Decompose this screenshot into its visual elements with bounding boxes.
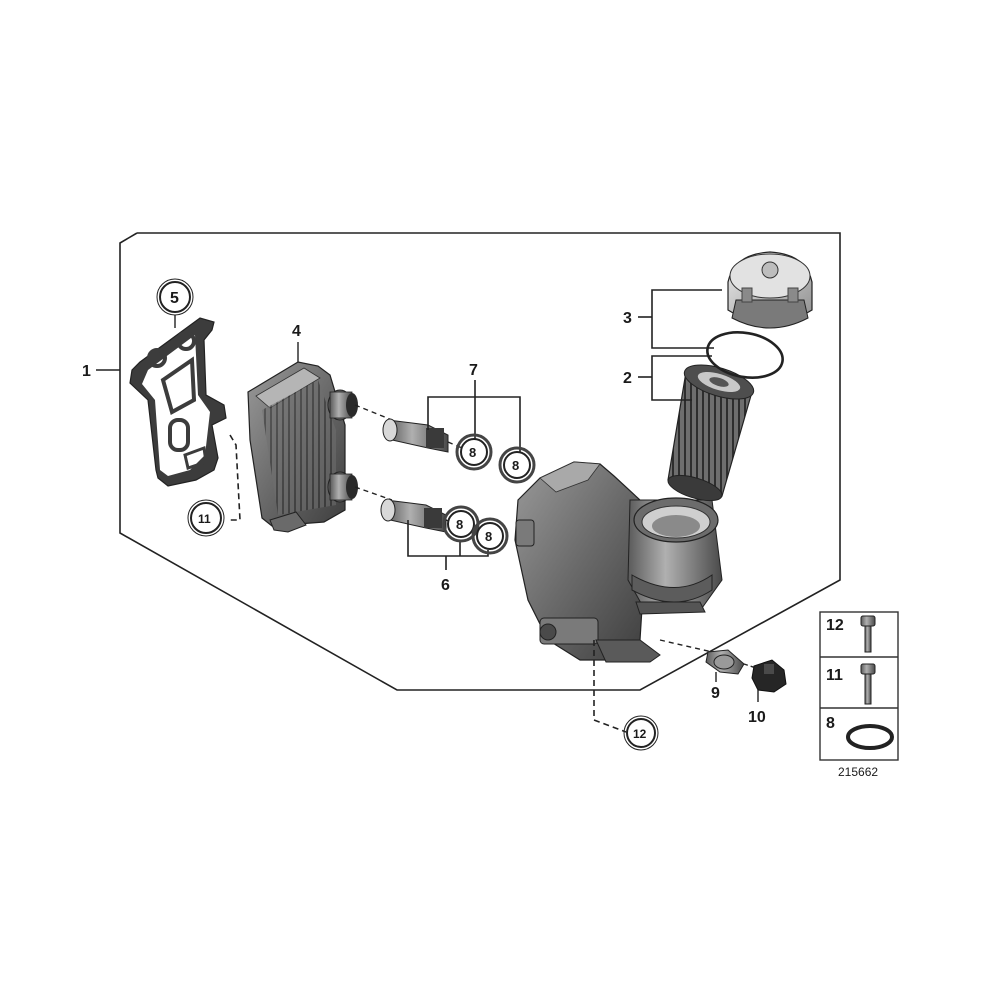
callout-8d: 8 [485,529,492,544]
bracket-7 [427,396,521,455]
bracket-3 [651,289,722,349]
connector-part-7 [382,418,463,453]
callout-3: 3 [623,310,632,327]
callout-10: 10 [748,709,766,726]
callout-4: 4 [292,323,301,340]
legend-box [819,611,899,761]
sensor-part-10 [751,659,787,693]
oil-filter-housing [514,461,723,663]
callout-12: 12 [633,727,647,741]
legend-label-12: 12 [826,617,844,634]
callout-8a: 8 [469,445,476,460]
legend-label-11: 11 [826,667,843,684]
callout-8b: 8 [512,458,519,473]
callout-1: 1 [82,363,91,380]
bracket-2 [651,355,712,401]
callout-8c: 8 [456,517,463,532]
assembly-outline [119,232,841,691]
drawing-reference-number: 215662 [838,765,878,779]
callout-9: 9 [711,685,720,702]
filter-cap-part-3 [727,251,813,329]
callout-6: 6 [441,577,450,594]
legend-bolt-11 [860,663,876,705]
oil-cooler-part-4 [247,361,358,533]
sensor-part-9 [705,649,745,675]
o-ring-callouts [442,433,536,555]
callout-7: 7 [469,362,478,379]
callout-5: 5 [170,290,179,307]
filter-element-part-2 [667,364,755,502]
legend-label-8: 8 [826,715,835,732]
callout-2: 2 [623,370,632,387]
legend-bolt-12 [860,615,876,653]
gasket-part-5 [129,317,227,487]
dashed-leader-12 [593,640,627,733]
dashed-leader-11 [228,434,241,521]
connector-part-6 [380,498,457,533]
callout-11: 11 [198,512,211,526]
legend-o-ring [846,724,894,750]
